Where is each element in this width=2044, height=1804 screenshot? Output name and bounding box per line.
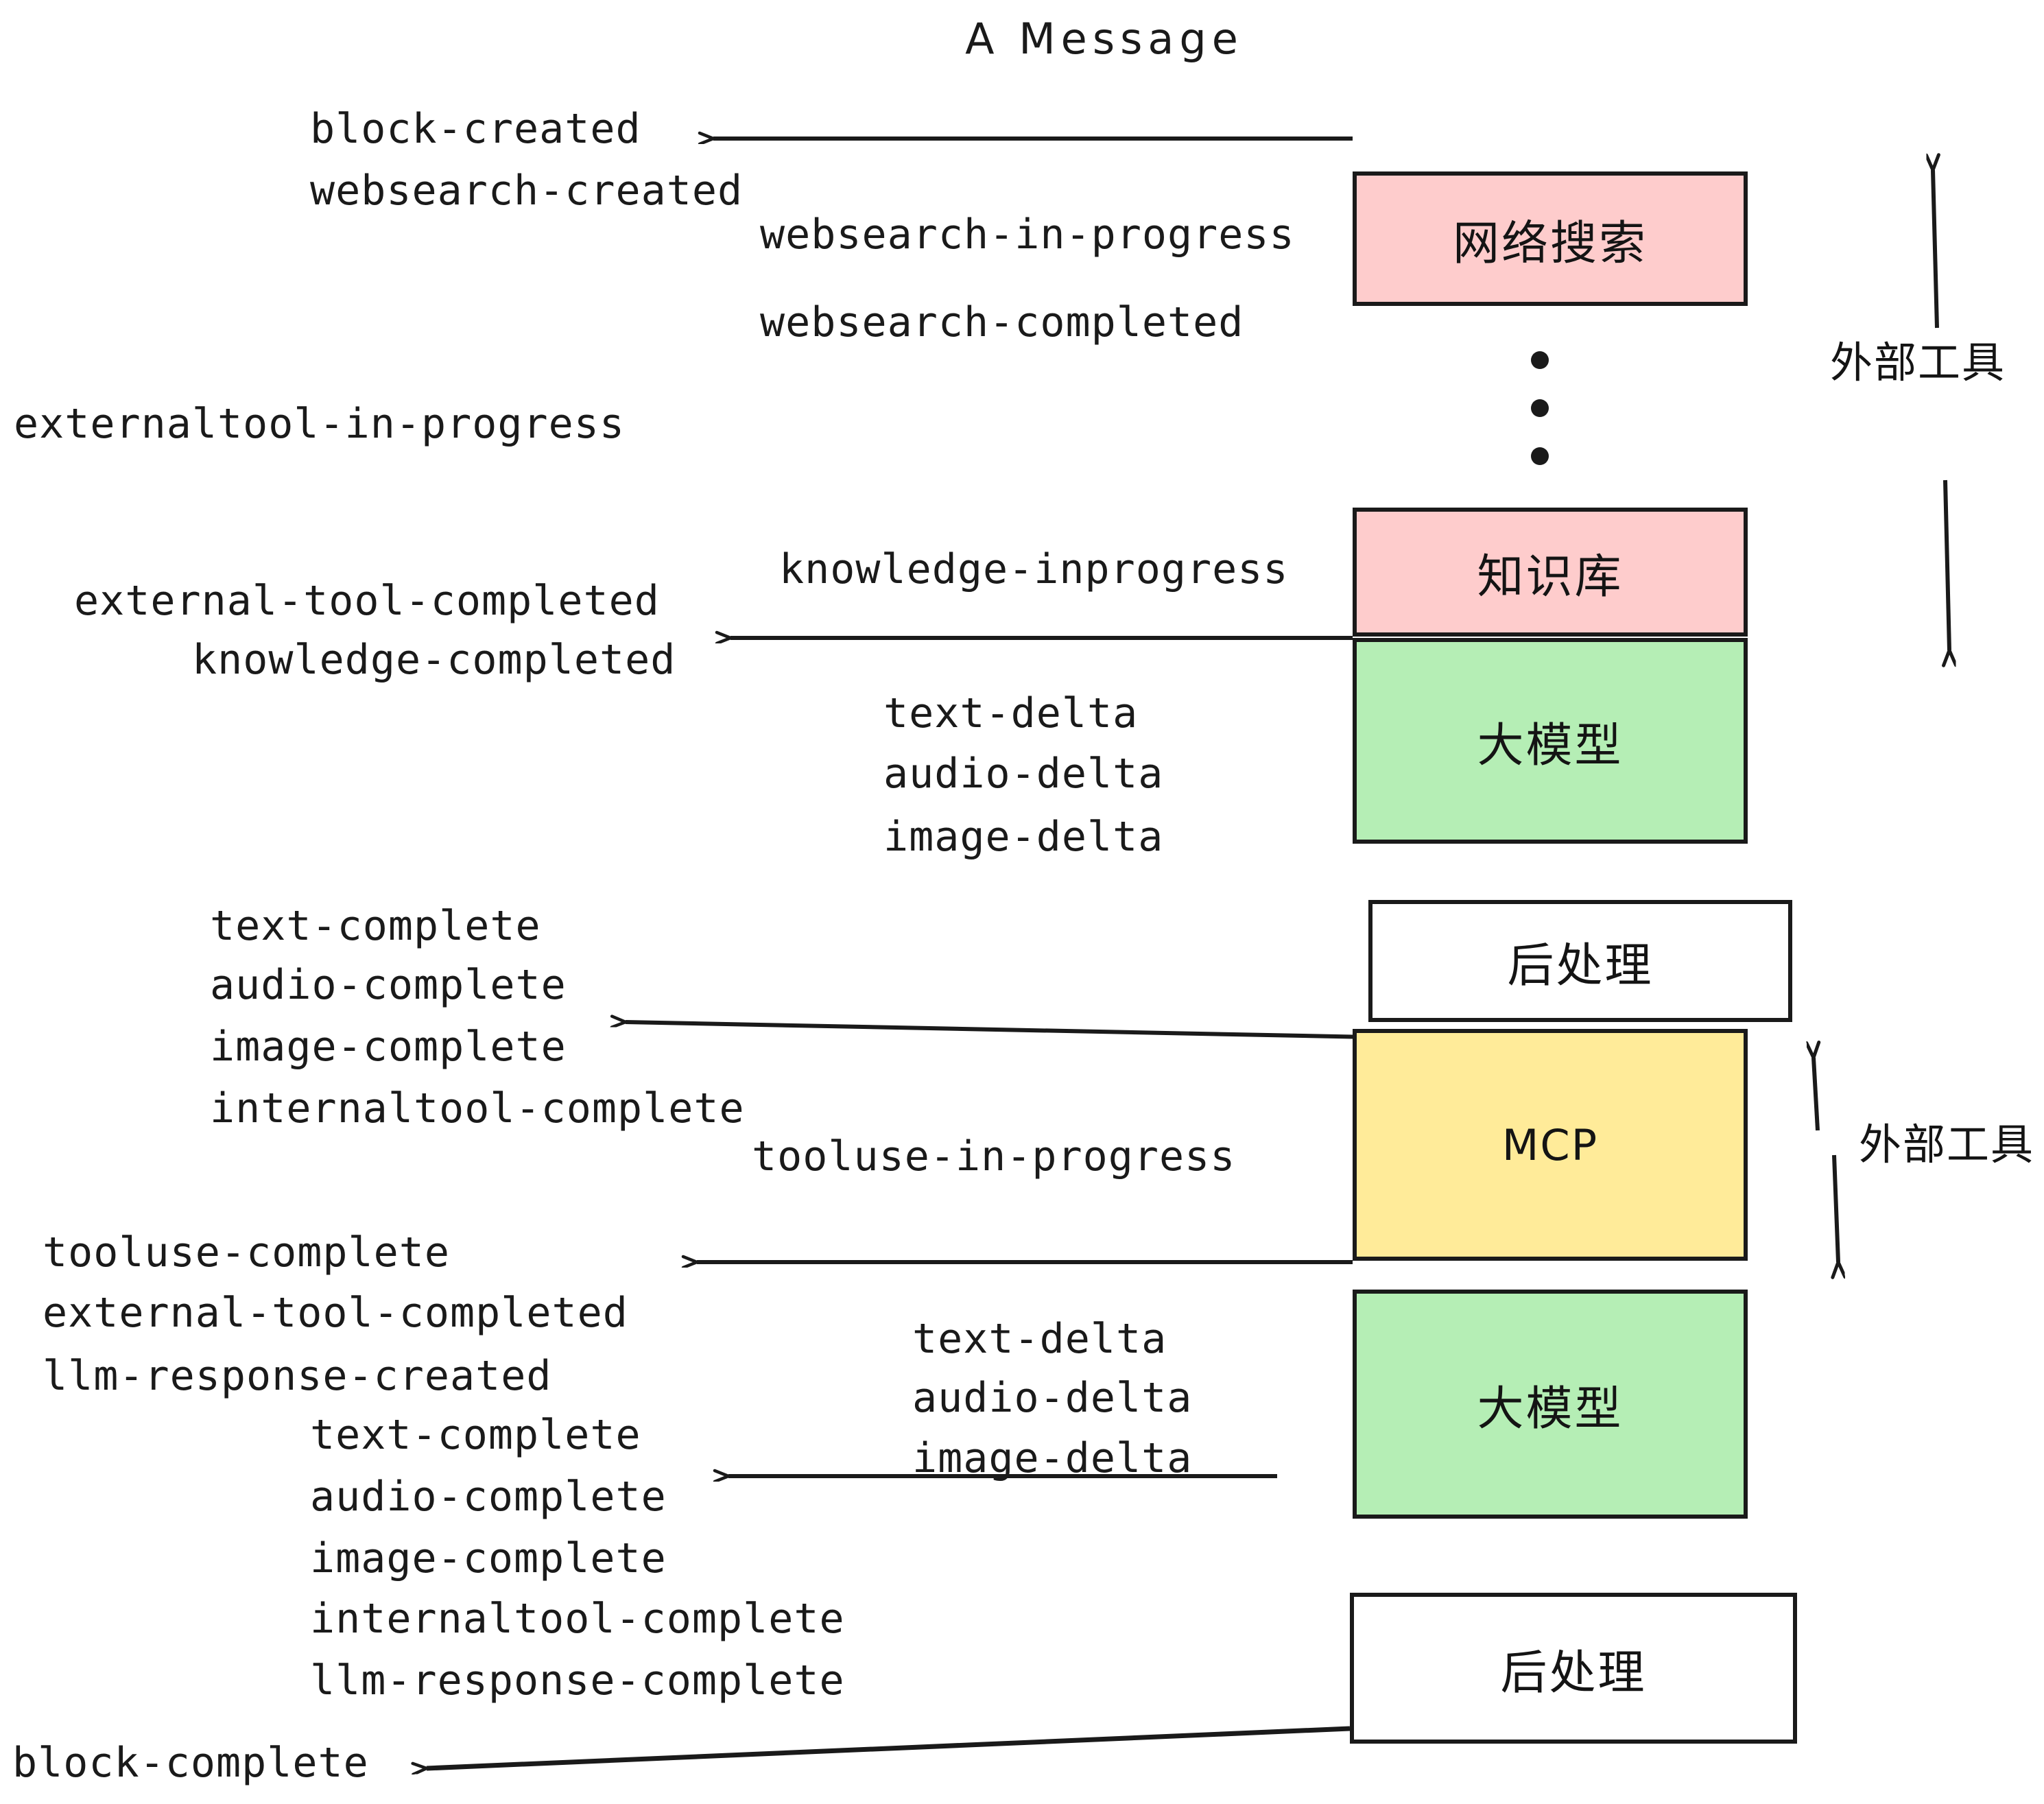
event-websearch-created: websearch-created [310,167,744,215]
event-block-created: block-created [310,105,641,153]
event-text-complete-1: text-complete [210,902,541,950]
node-llm-top[interactable]: 大模型 [1353,638,1748,844]
node-mcp-label: MCP [1501,1119,1599,1170]
event-image-complete-1: image-complete [210,1023,567,1071]
event-image-delta-2: image-delta [912,1434,1193,1482]
event-tooluse-in-progress: tooluse-in-progress [752,1132,1236,1180]
ellipsis-dot [1531,447,1549,465]
event-knowledge-inprogress: knowledge-inprogress [779,545,1289,593]
event-tooluse-complete: tooluse-complete [43,1229,450,1277]
ellipsis-dot [1531,351,1549,369]
arrow-block-complete [427,1726,1351,1768]
event-external-tool-completed-1: external-tool-completed [74,577,660,625]
event-websearch-completed: websearch-completed [760,298,1244,346]
external-tool-arrow-up-top [1933,170,1937,329]
event-image-delta-1: image-delta [883,813,1164,861]
event-llm-response-complete: llm-response-complete [310,1657,845,1705]
external-tool-arrow-down-bottom [1834,1154,1838,1262]
event-text-complete-2: text-complete [310,1411,641,1459]
event-image-complete-2: image-complete [310,1534,667,1582]
node-mcp[interactable]: MCP [1353,1029,1748,1261]
external-tool-arrow-down-top [1945,479,1949,650]
event-block-complete: block-complete [12,1739,369,1787]
page-title: A Message [965,14,1244,64]
event-external-tool-completed-2: external-tool-completed [43,1289,628,1337]
ellipsis-dot [1531,399,1549,417]
event-audio-delta-2: audio-delta [912,1374,1193,1422]
node-knowledge-label: 知识库 [1477,549,1624,604]
event-internaltool-complete-1: internaltool-complete [210,1084,745,1132]
external-tool-arrow-up-bottom [1814,1058,1818,1131]
event-llm-response-created: llm-response-created [43,1352,552,1400]
event-audio-complete-1: audio-complete [210,961,567,1009]
event-audio-complete-2: audio-complete [310,1473,667,1521]
node-postprocess-top-label: 后处理 [1507,938,1654,993]
event-text-delta-1: text-delta [883,689,1139,737]
arrow-image-complete [626,1022,1370,1039]
group-label-external-tool-bottom: 外部工具 [1859,1119,2035,1170]
node-knowledge[interactable]: 知识库 [1353,508,1748,637]
event-websearch-in-progress: websearch-in-progress [760,211,1295,259]
event-knowledge-completed: knowledge-completed [192,636,676,684]
node-llm-top-label: 大模型 [1477,718,1624,773]
event-externaltool-in-progress: externaltool-in-progress [14,400,625,448]
event-internaltool-complete-2: internaltool-complete [310,1595,845,1643]
event-text-delta-2: text-delta [912,1315,1167,1363]
node-llm-bottom-label: 大模型 [1477,1381,1624,1436]
event-audio-delta-1: audio-delta [883,750,1164,798]
node-postprocess-top[interactable]: 后处理 [1368,900,1792,1022]
node-postprocess-bottom[interactable]: 后处理 [1350,1593,1797,1744]
node-websearch[interactable]: 网络搜索 [1353,171,1748,306]
node-postprocess-bottom-label: 后处理 [1500,1646,1647,1700]
node-llm-bottom[interactable]: 大模型 [1353,1290,1748,1519]
group-label-external-tool-top: 外部工具 [1830,337,2006,388]
node-websearch-label: 网络搜索 [1452,216,1648,271]
